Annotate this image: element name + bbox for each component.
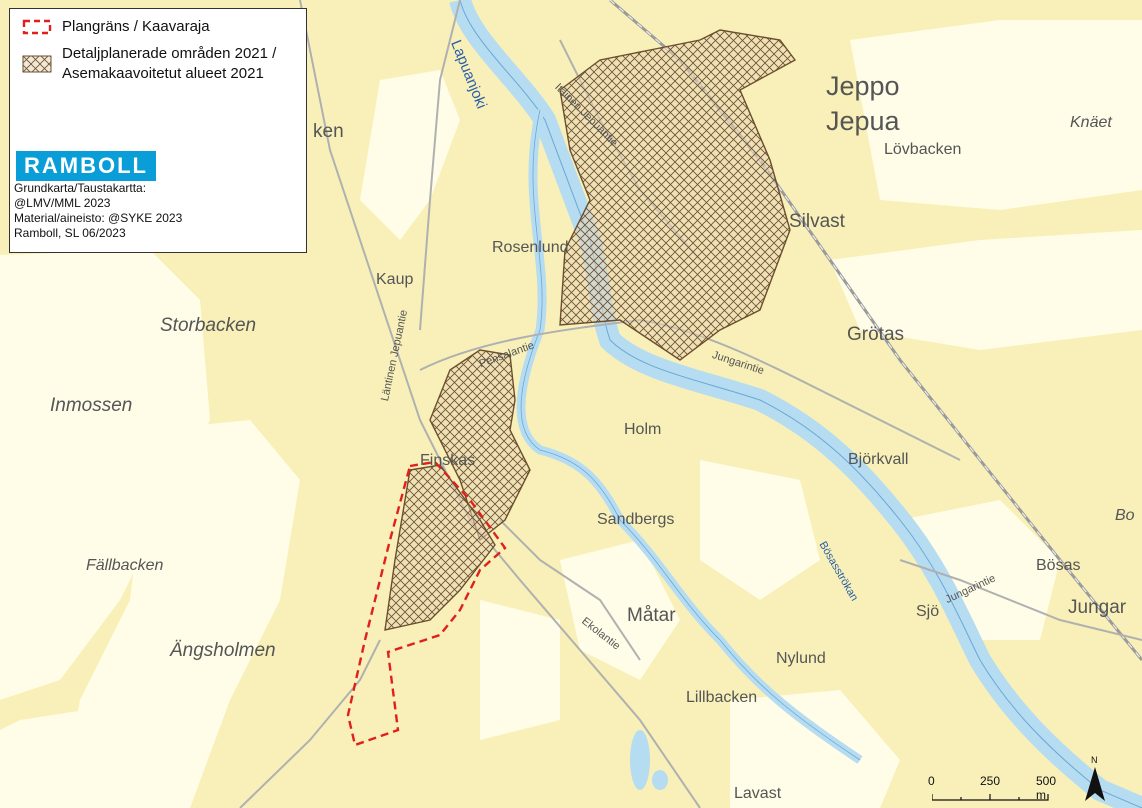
legend-area-label-1: Detaljplanerade områden 2021 / [62, 45, 277, 62]
place-label: Sjö [916, 603, 940, 620]
place-label: Finskas [420, 452, 476, 469]
legend-panel: Plangräns / Kaavaraja Detaljplanerade om… [9, 8, 307, 253]
place-label: Bo [1115, 507, 1135, 524]
place-label: Måtar [627, 605, 676, 626]
pond [630, 730, 650, 790]
place-label: Ängsholmen [170, 640, 276, 661]
place-label: Storbacken [160, 315, 257, 336]
place-label: Jepua [826, 106, 900, 136]
place-label: Jungar [1068, 597, 1127, 618]
planned-area-south [384, 464, 496, 631]
boundary-swatch-icon [22, 19, 52, 35]
legend-area-label-2: Asemakaavoitetut alueet 2021 [62, 65, 264, 82]
area-swatch-icon [22, 55, 52, 73]
place-label: Jeppo [826, 71, 900, 101]
place-label: Inmossen [50, 395, 133, 416]
north-arrow-icon: N [1080, 755, 1110, 805]
place-label: Silvast [789, 211, 845, 232]
place-label: Lövbacken [884, 141, 962, 158]
scale-bar: 0 250 500 m [928, 774, 1057, 802]
place-label: Rosenlund [492, 239, 569, 256]
place-label: Grötas [847, 324, 905, 345]
place-label: Sandbergs [597, 511, 675, 528]
plan-boundary [346, 460, 507, 747]
place-label: Lavast [734, 785, 782, 802]
place-label: Holm [624, 421, 662, 438]
planned-area-north [559, 29, 797, 361]
place-label: Bösas [1036, 557, 1081, 574]
place-label: Fällbacken [86, 557, 164, 574]
place-label: Björkvall [848, 451, 909, 468]
place-label: Knäet [1070, 114, 1112, 131]
place-label: Nylund [776, 650, 826, 667]
place-label: Lillbacken [686, 689, 758, 706]
legend-boundary-label: Plangräns / Kaavaraja [62, 18, 210, 35]
place-label: Kaup [376, 271, 414, 288]
field-patches [0, 20, 1142, 808]
map-credits: Grundkarta/Taustakartta: @LMV/MML 2023 M… [14, 181, 183, 240]
ramboll-logo: RAMBOLL [16, 151, 156, 181]
place-label: ken [313, 121, 344, 142]
